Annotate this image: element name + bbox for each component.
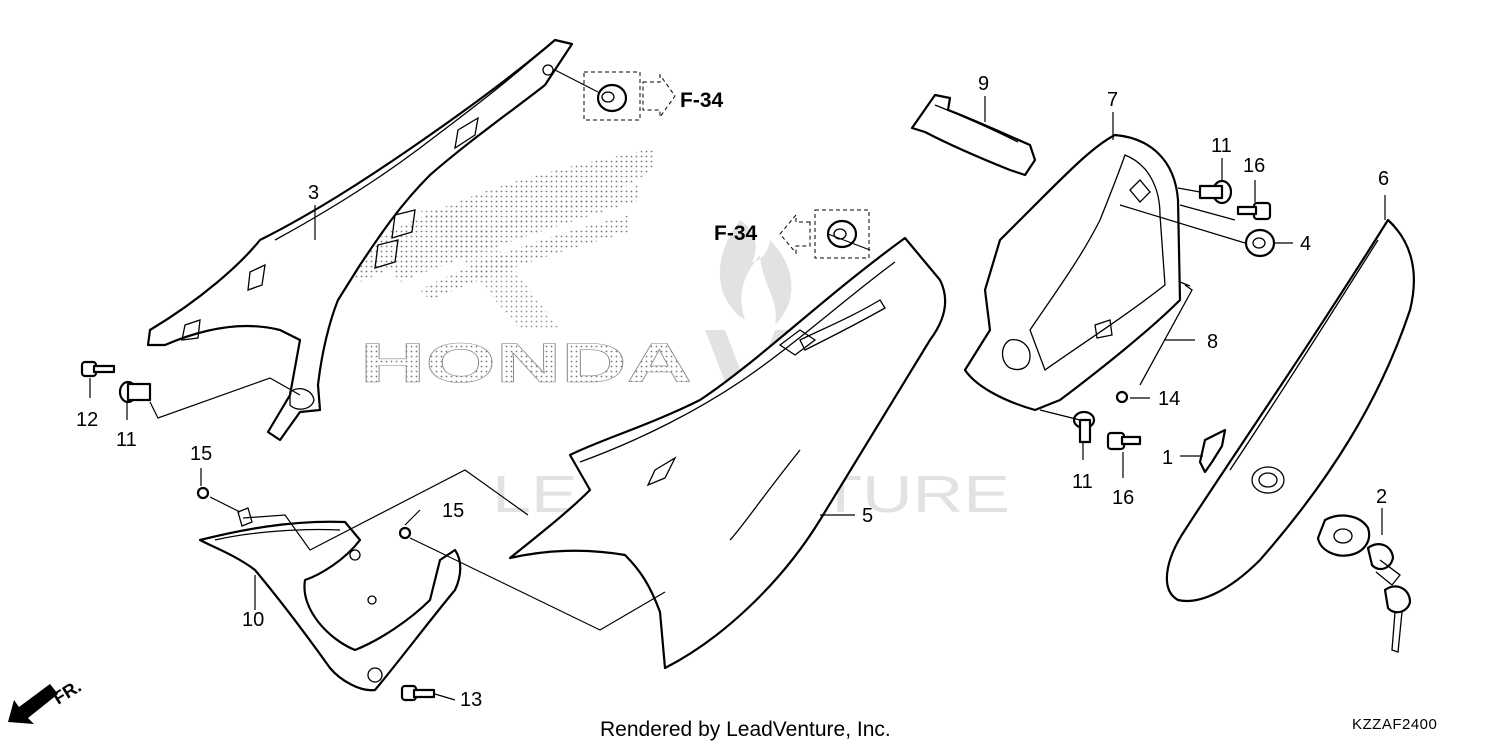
callout-11-left: 11 xyxy=(116,429,137,451)
frame-cover-part-3[interactable] xyxy=(146,38,574,442)
ref-label-top: F-34 xyxy=(680,89,724,112)
grommet-mid[interactable] xyxy=(814,209,870,259)
outer-cover-part-6[interactable] xyxy=(1165,218,1415,603)
clip-part-1[interactable] xyxy=(1198,428,1227,474)
collar-part-11-bottom[interactable] xyxy=(1072,410,1096,444)
inner-cover-part-7[interactable] xyxy=(963,133,1182,412)
callout-14: 14 xyxy=(1158,388,1180,410)
callout-3: 3 xyxy=(308,182,319,204)
callout-13: 13 xyxy=(460,689,482,711)
front-direction-arrow: FR. xyxy=(8,676,85,724)
lower-cover-part-10[interactable] xyxy=(198,507,462,692)
leader-lines xyxy=(89,69,1386,701)
bolt-part-13[interactable] xyxy=(400,684,436,702)
handle-part-9[interactable] xyxy=(910,93,1037,177)
callout-15-left: 15 xyxy=(190,443,212,465)
callout-1: 1 xyxy=(1162,447,1173,469)
screw-part-15-left[interactable] xyxy=(196,486,210,500)
callout-2: 2 xyxy=(1376,486,1387,508)
diagram-code: KZZAF2400 xyxy=(1352,716,1438,733)
footer-credit: Rendered by LeadVenture, Inc. xyxy=(600,718,891,741)
direction-label: FR. xyxy=(50,676,85,708)
ref-arrow-mid: F-34 xyxy=(714,213,811,255)
honda-wing-logo: HONDA xyxy=(335,148,692,394)
nut-part-14[interactable] xyxy=(1115,390,1129,404)
callout-11-bottom: 11 xyxy=(1072,471,1093,493)
callout-6: 6 xyxy=(1378,168,1389,190)
grommet-part-4[interactable] xyxy=(1244,228,1276,258)
bolt-part-16-bottom[interactable] xyxy=(1106,431,1142,451)
callout-5: 5 xyxy=(862,505,873,527)
ref-label-mid: F-34 xyxy=(714,222,758,245)
rod-part-8[interactable] xyxy=(1139,281,1193,386)
bolt-part-16-top[interactable] xyxy=(1236,201,1272,221)
callout-16-bottom: 16 xyxy=(1112,487,1134,509)
callout-7: 7 xyxy=(1107,89,1118,111)
callout-numbers: 1 2 3 4 5 6 7 8 9 10 11 11 11 12 13 14 1… xyxy=(76,73,1389,711)
honda-logo-text: HONDA xyxy=(360,331,692,394)
callout-4: 4 xyxy=(1300,233,1311,255)
callout-11-top: 11 xyxy=(1211,135,1232,157)
callout-8: 8 xyxy=(1207,331,1218,353)
callout-12: 12 xyxy=(76,409,98,431)
screw-part-15-right[interactable] xyxy=(398,526,412,540)
callout-10: 10 xyxy=(242,609,264,631)
callout-15-right: 15 xyxy=(442,500,464,522)
collar-part-11-top[interactable] xyxy=(1198,179,1233,205)
collar-part-11-left[interactable] xyxy=(118,380,152,404)
callout-9: 9 xyxy=(978,73,989,95)
grommet-top[interactable] xyxy=(583,71,641,121)
lock-set-part-2[interactable] xyxy=(1316,514,1412,653)
callout-16-top: 16 xyxy=(1243,155,1265,177)
side-cover-part-5[interactable] xyxy=(508,236,947,670)
bolt-part-12[interactable] xyxy=(80,360,116,378)
ref-arrow-top: F-34 xyxy=(642,73,724,119)
